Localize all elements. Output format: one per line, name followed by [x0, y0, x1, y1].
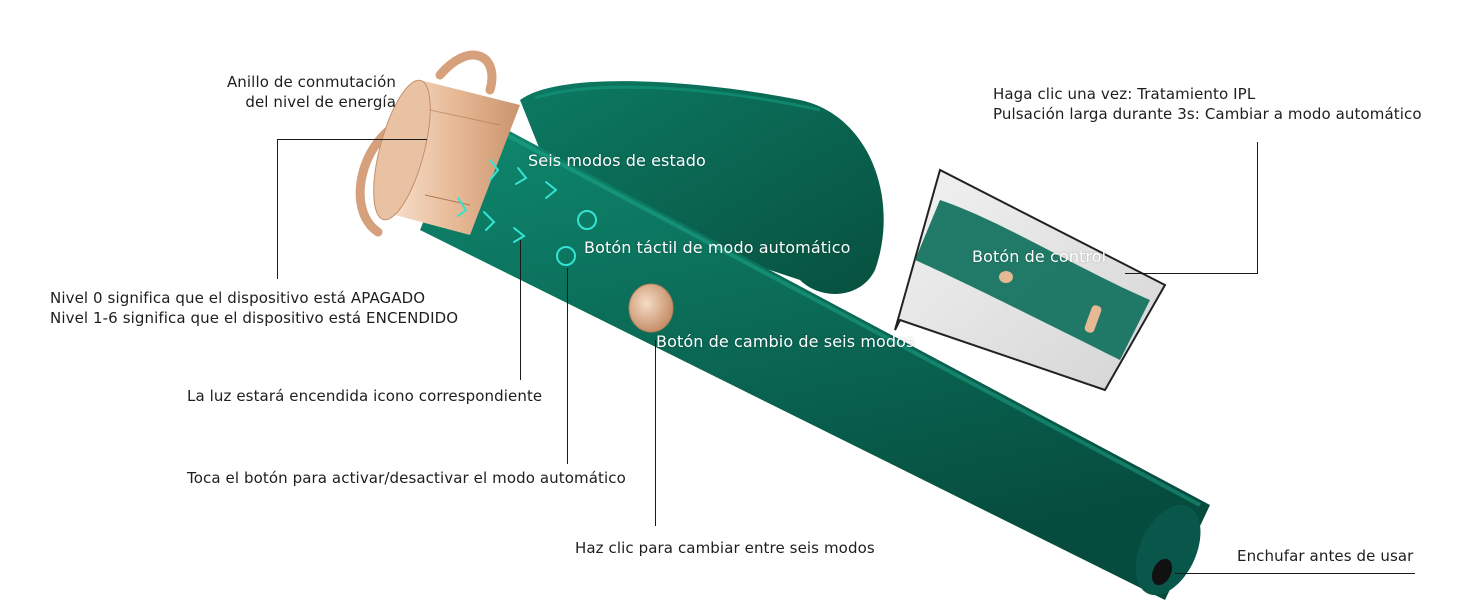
ring-label-line2: del nivel de energía [245, 93, 396, 111]
six-switch-label: Botón de cambio de seis modos [656, 332, 915, 351]
control-button-shape [999, 271, 1013, 283]
leader-ring-h [277, 139, 427, 140]
leader-modes-v [655, 340, 656, 526]
charging-port [1151, 558, 1173, 586]
control-button-label: Botón de control [972, 247, 1107, 266]
plug-in-label: Enchufar antes de usar [1237, 547, 1414, 565]
leader-ring-v [277, 139, 278, 279]
leader-control-v [1257, 142, 1258, 274]
six-mode-button [628, 283, 674, 333]
ring-label-line1: Anillo de conmutación [226, 73, 396, 91]
light-icon-label: La luz estará encendida icono correspond… [187, 387, 543, 405]
rotation-arrow-back [435, 50, 497, 95]
device-end-cap [1135, 504, 1201, 596]
click-modes-label: Haz clic para cambiar entre seis modos [575, 539, 875, 557]
leader-control-h [1125, 273, 1258, 274]
auto-mode-icon-shape [556, 246, 576, 266]
device-body [420, 110, 1210, 600]
six-states-label: Seis modos de estado [528, 151, 706, 170]
ring-label: Anillo de conmutación del nivel de energ… [160, 72, 396, 112]
level-label: Nivel 0 significa que el dispositivo est… [50, 288, 458, 328]
click-once-label: Haga clic una vez: Tratamiento IPL [993, 85, 1256, 103]
control-instructions: Haga clic una vez: Tratamiento IPL Pulsa… [993, 84, 1422, 124]
leader-light-v [520, 240, 521, 380]
leader-auto-v [567, 268, 568, 464]
auto-touch-label: Botón táctil de modo automático [584, 238, 851, 257]
snowflake-icon-shape [577, 210, 597, 230]
mode-icons [457, 159, 558, 243]
long-press-label: Pulsación larga durante 3s: Cambiar a mo… [993, 105, 1422, 123]
level-label-line1: Nivel 0 significa que el dispositivo est… [50, 289, 426, 307]
leader-plug-h [1175, 573, 1415, 574]
treatment-head [520, 81, 884, 294]
auto-toggle-label: Toca el botón para activar/desactivar el… [187, 469, 626, 487]
level-label-line2: Nivel 1-6 significa que el dispositivo e… [50, 309, 459, 327]
